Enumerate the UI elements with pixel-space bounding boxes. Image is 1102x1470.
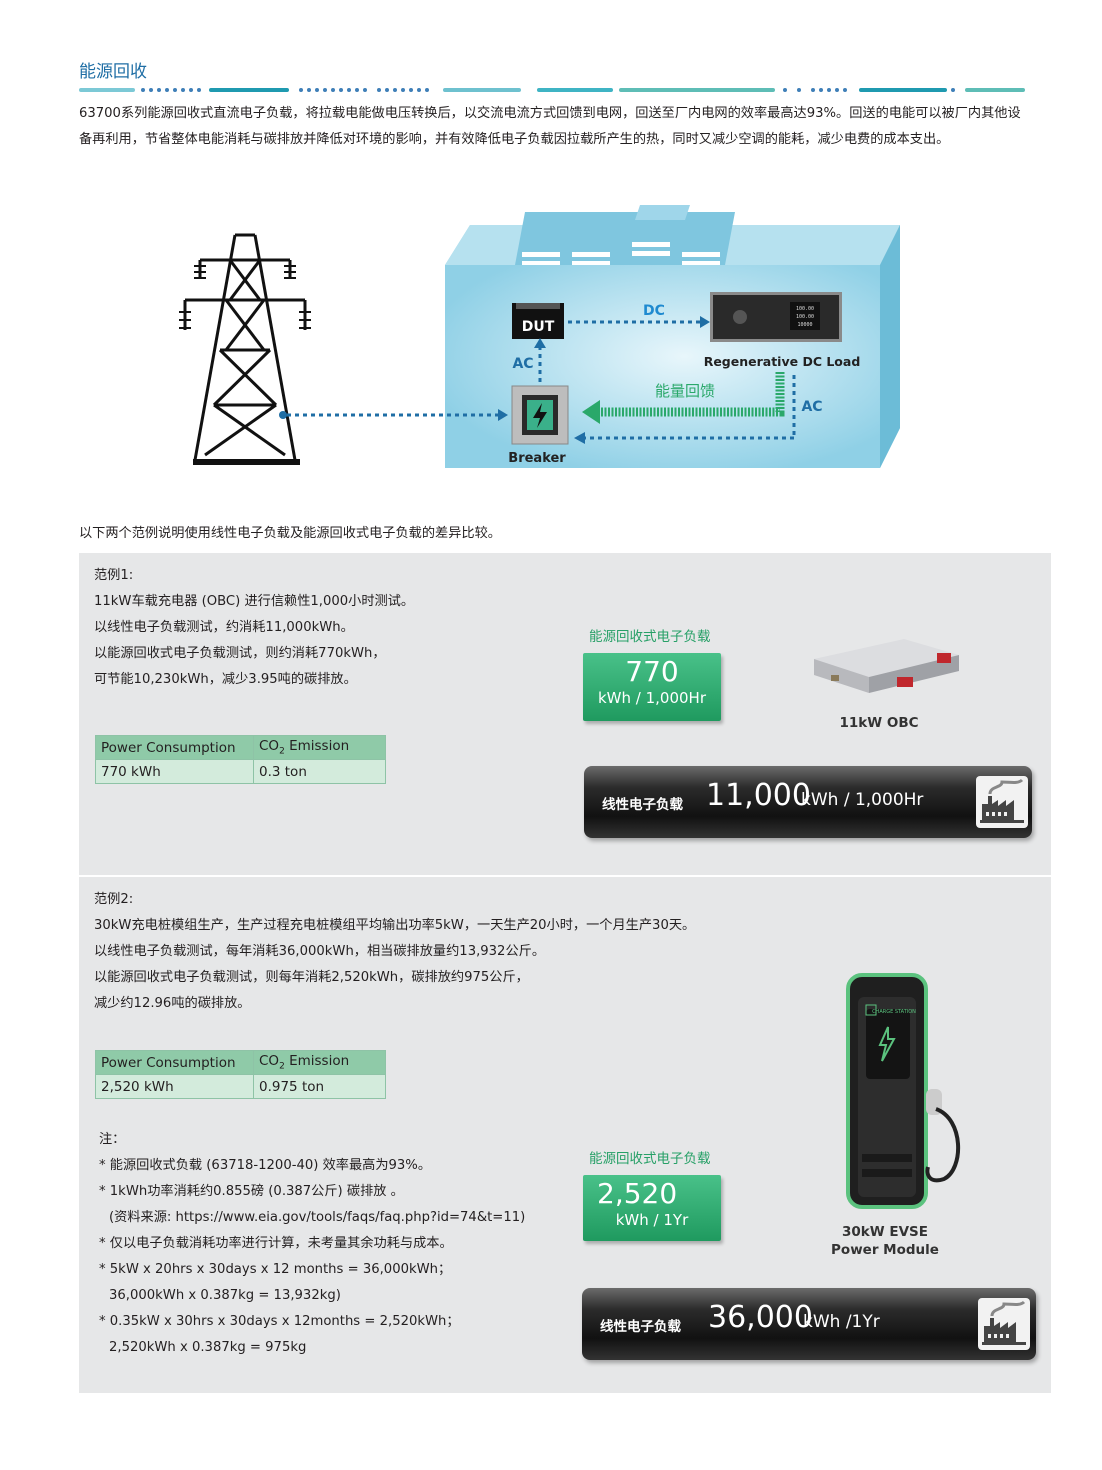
breaker-icon	[511, 385, 569, 445]
dc-label: DC	[643, 303, 665, 319]
emission-text: Emission	[284, 738, 350, 755]
regen-value: 770	[625, 655, 679, 688]
note-line: * 1kWh功率消耗约0.855磅 (0.387公斤) 碳排放 。	[99, 1184, 404, 1199]
note-line: 36,000kWh x 0.387kg = 13,932kg)	[109, 1288, 341, 1303]
svg-text:CHARGE STATION: CHARGE STATION	[872, 1009, 916, 1015]
example-1-heading: 范例1:	[94, 568, 134, 583]
co-text: CO	[259, 738, 280, 755]
table-cell: 0.3 ton	[253, 759, 386, 784]
load-label: Regenerative DC Load	[704, 354, 861, 369]
emission-text: Emission	[284, 1053, 350, 1070]
obc-device-image	[814, 639, 959, 693]
linear-load-bar: 线性电子负载 36,000 kWh /1Yr	[582, 1288, 1036, 1360]
regen-flow-diagram: DUT DC 100.00 100.00 10000 Regenerative …	[179, 205, 900, 468]
factory-icon	[978, 1298, 1030, 1350]
linear-label: 线性电子负载	[602, 797, 683, 813]
linear-unit: kWh / 1,000Hr	[801, 790, 924, 810]
ac-right-label: AC	[801, 399, 822, 415]
notes: 注： * 能源回收式负载 (63718-1200-40) 效率最高为93%。 *…	[99, 1127, 579, 1361]
text-line: 以线性电子负载测试，约消耗11,000kWh。	[94, 620, 354, 635]
linear-unit: kWh /1Yr	[803, 1312, 880, 1332]
regen-label: 能源回收式电子负载	[589, 1151, 711, 1167]
table-header: CO2 Emission	[253, 1050, 386, 1075]
feedback-label: 能量回馈	[655, 382, 715, 400]
co-text: CO	[259, 1053, 280, 1070]
regen-value-badge: 2,520 kWh / 1Yr	[583, 1175, 721, 1241]
example-2-heading: 范例2:	[94, 892, 134, 907]
subscript: 2	[279, 746, 285, 757]
regen-unit: kWh / 1Yr	[615, 1211, 689, 1229]
text-line: 11kW车载充电器 (OBC) 进行信赖性1,000小时测试。	[94, 594, 415, 609]
obc-caption: 11kW OBC	[839, 715, 919, 731]
example-2-panel: 范例2: 30kW充电桩模组生产，生产过程充电桩模组平均输出功率5kW，一天生产…	[79, 877, 1051, 1393]
text-line: 以能源回收式电子负载测试，则每年消耗2,520kWh，碳排放约975公斤，	[94, 970, 529, 985]
regen-label: 能源回收式电子负载	[589, 629, 711, 645]
regenerative-dc-load-device: 100.00 100.00 10000	[710, 292, 842, 342]
regen-value-badge: 770 kWh / 1,000Hr	[583, 653, 721, 721]
dotted-divider	[79, 88, 1025, 92]
text-line: 以能源回收式电子负载测试，则约消耗770kWh，	[94, 646, 386, 661]
example-1-panel: 范例1: 11kW车载充电器 (OBC) 进行信赖性1,000小时测试。 以线性…	[79, 553, 1051, 875]
note-line: (资料来源: https://www.eia.gov/tools/faqs/fa…	[109, 1210, 526, 1225]
linear-value: 36,000	[708, 1300, 813, 1335]
table-cell: 2,520 kWh	[95, 1074, 254, 1099]
table-header: Power Consumption	[95, 1050, 254, 1075]
table-cell: 0.975 ton	[253, 1074, 386, 1099]
linear-label: 线性电子负载	[600, 1319, 681, 1335]
ev-charging-station-image: CHARGE STATION	[846, 973, 961, 1209]
text-line: 30kW充电桩模组生产，生产过程充电桩模组平均输出功率5kW，一天生产20小时，…	[94, 918, 696, 933]
factory-icon	[976, 776, 1028, 828]
note-line: * 5kW x 20hrs x 30days x 12 months = 36,…	[99, 1262, 452, 1277]
linear-value: 11,000	[706, 778, 811, 813]
example-1-text: 范例1: 11kW车载充电器 (OBC) 进行信赖性1,000小时测试。 以线性…	[94, 563, 534, 693]
note-line: * 能源回收式负载 (63718-1200-40) 效率最高为93%。	[99, 1158, 432, 1173]
note-line: 2,520kWh x 0.387kg = 975kg	[109, 1340, 307, 1355]
text-line: 可节能10,230kWh，减少3.95吨的碳排放。	[94, 672, 357, 687]
note-line: * 0.35kW x 30hrs x 30days x 12months = 2…	[99, 1314, 460, 1329]
evse-caption-line1: 30kW EVSE	[842, 1224, 928, 1240]
note-line: * 仅以电子负载消耗功率进行计算，未考量其余功耗与成本。	[99, 1236, 453, 1251]
transmission-tower-icon	[179, 233, 311, 465]
svg-text:100.00: 100.00	[796, 306, 814, 312]
table-cell: 770 kWh	[95, 759, 254, 784]
subscript: 2	[279, 1061, 285, 1072]
regen-value: 2,520	[597, 1177, 678, 1210]
regen-unit: kWh / 1,000Hr	[597, 689, 706, 707]
ac-left-label: AC	[512, 356, 533, 372]
notes-heading: 注：	[99, 1132, 126, 1147]
text-line: 以线性电子负载测试，每年消耗36,000kWh，相当碳排放量约13,932公斤。	[94, 944, 546, 959]
table-header: CO2 Emission	[253, 735, 386, 760]
comparison-intro: 以下两个范例说明使用线性电子负载及能源回收式电子负载的差异比较。	[79, 526, 501, 541]
dut-label: DUT	[522, 319, 555, 335]
table-header: Power Consumption	[95, 735, 254, 760]
svg-text:10000: 10000	[797, 322, 812, 328]
breaker-label: Breaker	[508, 451, 566, 466]
linear-load-bar: 线性电子负载 11,000 kWh / 1,000Hr	[584, 766, 1032, 838]
section-title: 能源回收	[79, 62, 147, 82]
evse-caption-line2: Power Module	[831, 1242, 939, 1258]
text-line: 减少约12.96吨的碳排放。	[94, 996, 251, 1011]
evse-caption: 30kW EVSE Power Module	[815, 1223, 955, 1259]
example-2-text: 范例2: 30kW充电桩模组生产，生产过程充电桩模组平均输出功率5kW，一天生产…	[94, 887, 794, 1017]
intro-paragraph: 63700系列能源回收式直流电子负载，将拉载电能做电压转换后，以交流电流方式回馈…	[79, 106, 1021, 147]
svg-text:100.00: 100.00	[796, 314, 814, 320]
